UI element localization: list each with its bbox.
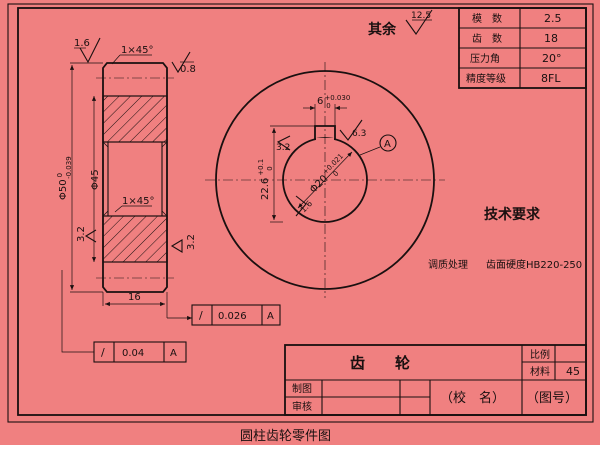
face-runout-frame: / 0.026 A — [191, 304, 281, 326]
title-part-name: 齿 轮 — [350, 354, 410, 372]
title-checked-label: 审核 — [292, 400, 312, 413]
qi-yu-label: 其余 — [368, 21, 397, 38]
lower-tooth-hatch — [102, 215, 168, 263]
root-diameter-label: Φ45 — [90, 169, 101, 190]
roughness-keyway-side: 6.3 — [339, 119, 366, 141]
hub-depth-dim: 22.6+0.10 — [257, 159, 274, 200]
general-roughness-value: 12.5 — [411, 11, 431, 21]
parameter-table: 模 数 2.5 齿 数 18 压力角 20° 精度等级 8FL — [458, 7, 587, 89]
chamfer-bottom-label: 1×45° — [122, 196, 154, 207]
title-block: 齿 轮 比例 材料 45 制图 审核 （校 名） （图号） — [284, 344, 587, 416]
roughness-right-top: 0.8 — [171, 51, 196, 75]
svg-text:6.3: 6.3 — [352, 129, 366, 139]
datum-a-circle — [379, 134, 397, 152]
title-material-value: 45 — [566, 365, 580, 378]
outer-border — [7, 3, 594, 423]
svg-text:/: / — [101, 346, 105, 359]
outer-diameter-label: Φ500-0.039 — [56, 156, 73, 200]
roughness-left-top: 1.6 — [74, 37, 101, 64]
param-value-2: 20° — [542, 52, 562, 65]
svg-text:3.2: 3.2 — [186, 234, 197, 250]
param-label-2: 压力角 — [470, 52, 500, 65]
upper-tooth-hatch — [102, 95, 168, 143]
svg-text:0.04: 0.04 — [122, 348, 144, 359]
svg-text:A: A — [267, 311, 274, 322]
tech-line-1: 调质处理 — [428, 259, 468, 271]
param-label-3: 精度等级 — [466, 72, 506, 85]
svg-text:1.6: 1.6 — [74, 38, 90, 49]
section-view: 1×45° 1×45° 1.6 0.8 3.2 3.2 Φ500-0.039 — [56, 37, 281, 363]
width-dim: 16 — [128, 292, 141, 303]
param-value-3: 8FL — [541, 72, 561, 85]
datum-a-label: A — [384, 139, 391, 150]
radial-runout-frame: / 0.04 A — [93, 341, 187, 363]
svg-text:0.026: 0.026 — [218, 311, 247, 322]
param-value-0: 2.5 — [544, 12, 562, 25]
svg-text:/: / — [199, 309, 203, 322]
svg-text:3.2: 3.2 — [76, 226, 87, 242]
svg-text:0.8: 0.8 — [180, 64, 196, 75]
param-value-1: 18 — [544, 32, 558, 45]
chamfer-top-label: 1×45° — [121, 45, 153, 56]
title-drawing-no: （图号） — [526, 391, 578, 406]
title-drawn-label: 制图 — [292, 382, 312, 395]
title-material-label: 材料 — [530, 365, 550, 378]
technical-requirements: 技术要求 调质处理 齿面硬度HB220-250 — [428, 206, 582, 271]
svg-text:3.2: 3.2 — [276, 143, 290, 153]
title-school: （校 名） — [440, 390, 505, 406]
svg-text:A: A — [170, 348, 177, 359]
tech-line-2: 齿面硬度HB220-250 — [486, 258, 582, 271]
roughness-right-bottom: 3.2 — [170, 234, 197, 253]
param-label-0: 模 数 — [472, 12, 502, 25]
gear-section-outline — [102, 62, 168, 293]
roughness-keyway-bottom: 3.2 — [276, 135, 290, 153]
param-label-1: 齿 数 — [472, 32, 502, 45]
title-scale-label: 比例 — [530, 348, 550, 361]
figure-caption: 圆柱齿轮零件图 — [240, 429, 331, 444]
tech-title: 技术要求 — [484, 206, 541, 223]
general-roughness-note: 其余 12.5 — [368, 9, 433, 38]
